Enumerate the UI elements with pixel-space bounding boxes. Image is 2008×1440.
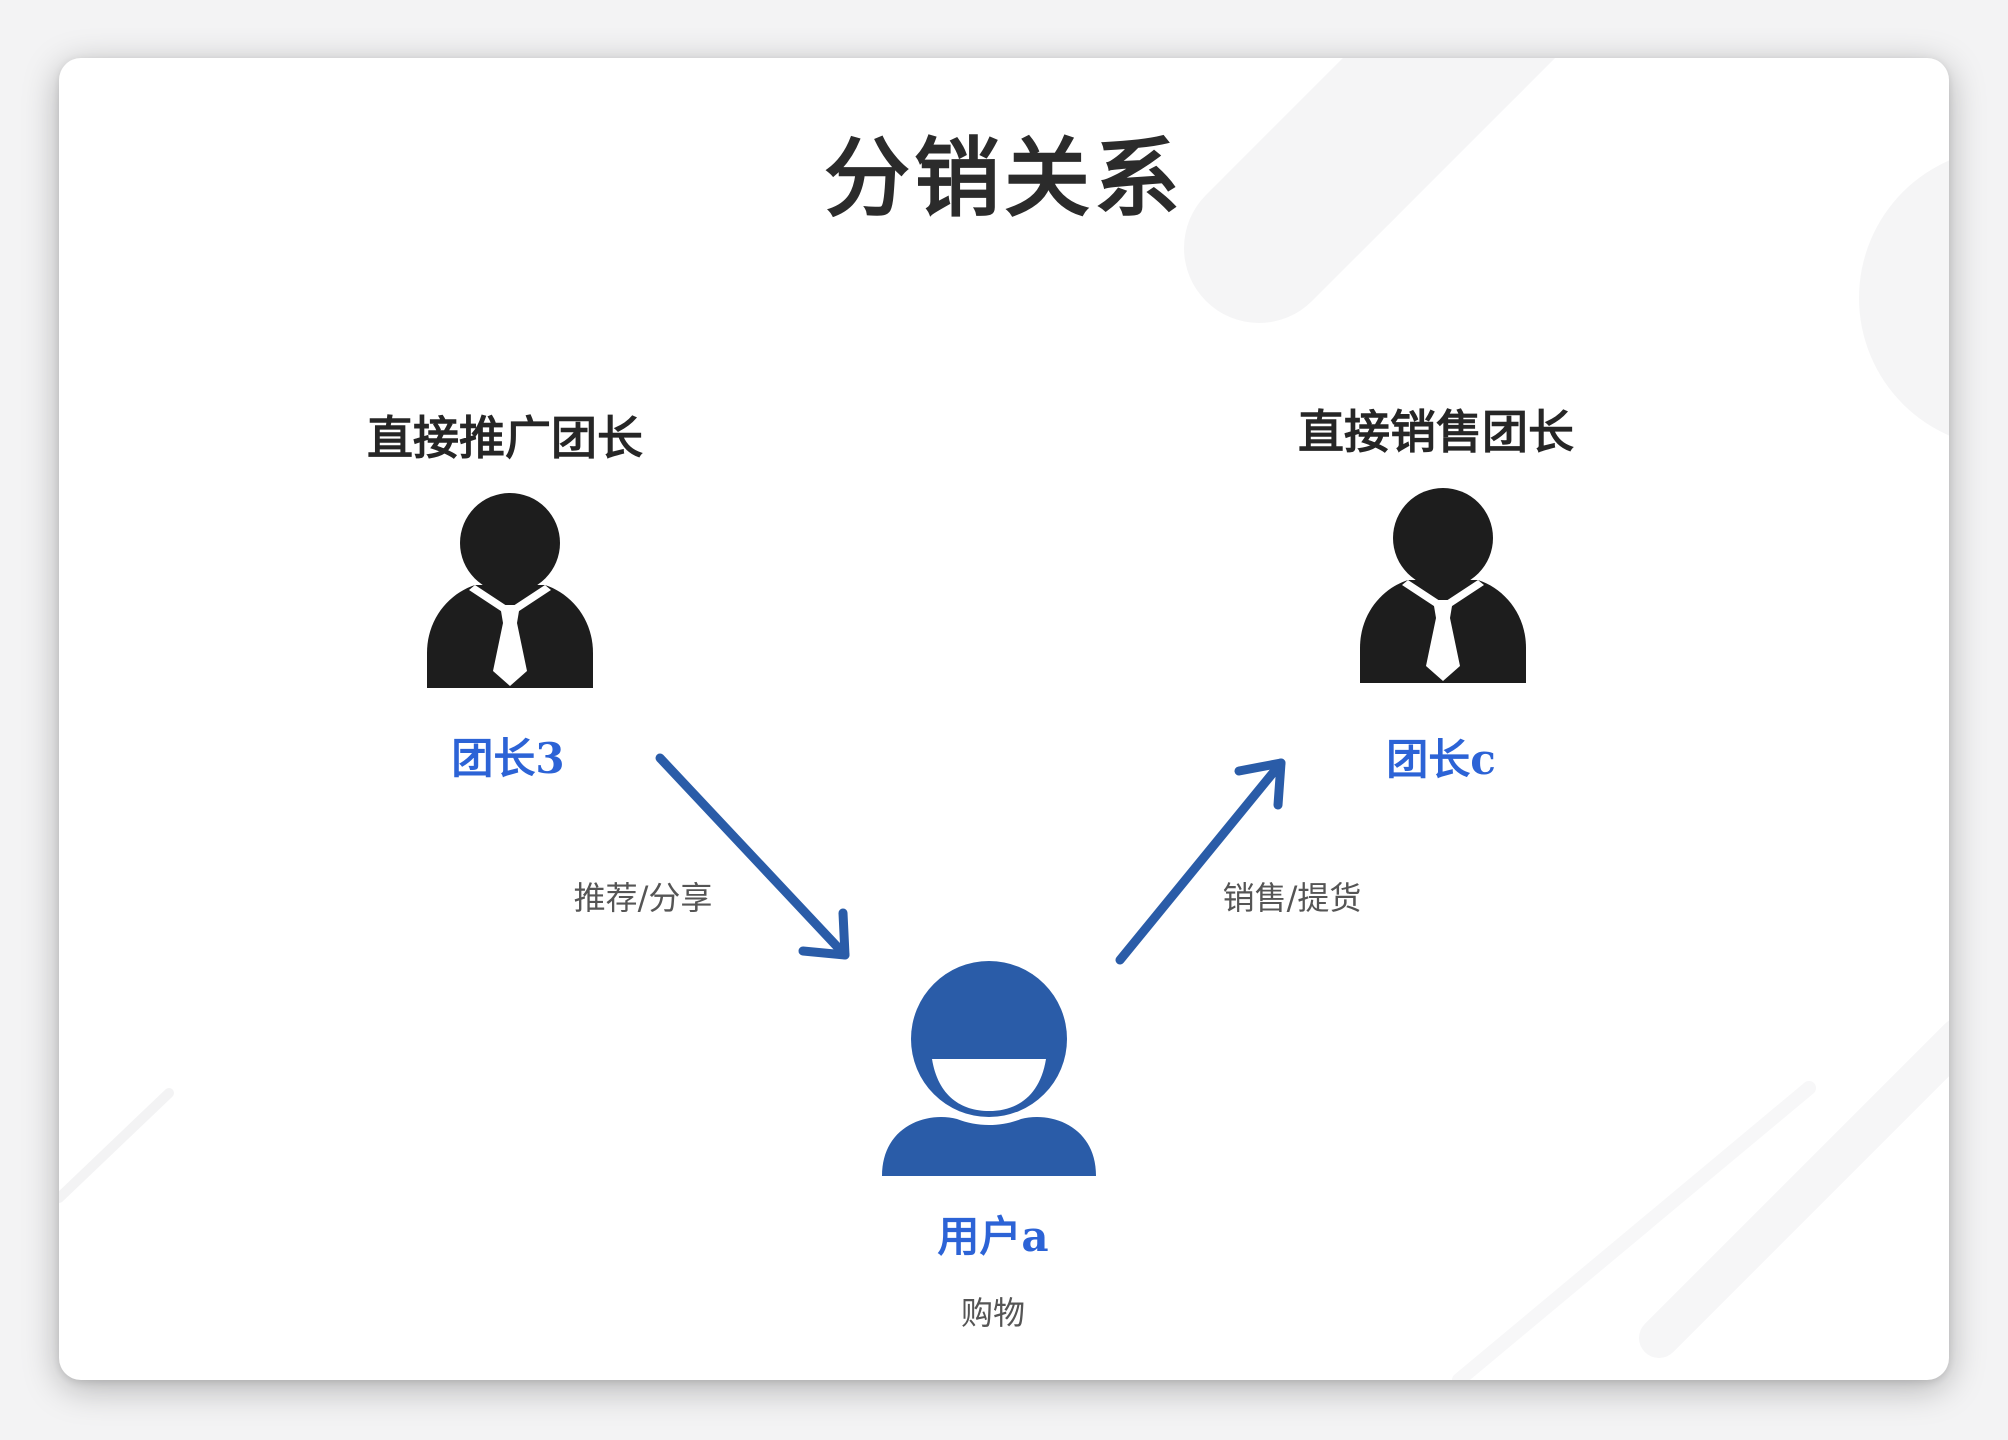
diagram-card: 分销关系 直接推广团长 团长3 直接销售团长 团长c 推荐/分享 销售/提货 用… xyxy=(59,58,1949,1380)
edge-label-recommend: 推荐/分享 xyxy=(573,879,713,917)
businessman-icon xyxy=(427,493,593,688)
diagram-title: 分销关系 xyxy=(824,129,1184,229)
edge-label-sell: 销售/提货 xyxy=(1222,879,1362,917)
arrow-recommend xyxy=(655,753,850,960)
relationship-arrows xyxy=(655,753,1286,965)
seller-name: 团长c xyxy=(1386,735,1496,784)
businessman-icon-seller xyxy=(1360,488,1526,683)
user-name: 用户a xyxy=(937,1212,1049,1261)
promoter-heading: 直接推广团长 xyxy=(367,411,643,465)
user-action-label: 购物 xyxy=(960,1294,1026,1332)
smiling-user-icon xyxy=(882,961,1096,1176)
background-decoration xyxy=(59,58,1949,1380)
seller-heading: 直接销售团长 xyxy=(1298,405,1574,459)
promoter-name: 团长3 xyxy=(451,734,565,783)
arrow-sell xyxy=(1115,758,1286,965)
